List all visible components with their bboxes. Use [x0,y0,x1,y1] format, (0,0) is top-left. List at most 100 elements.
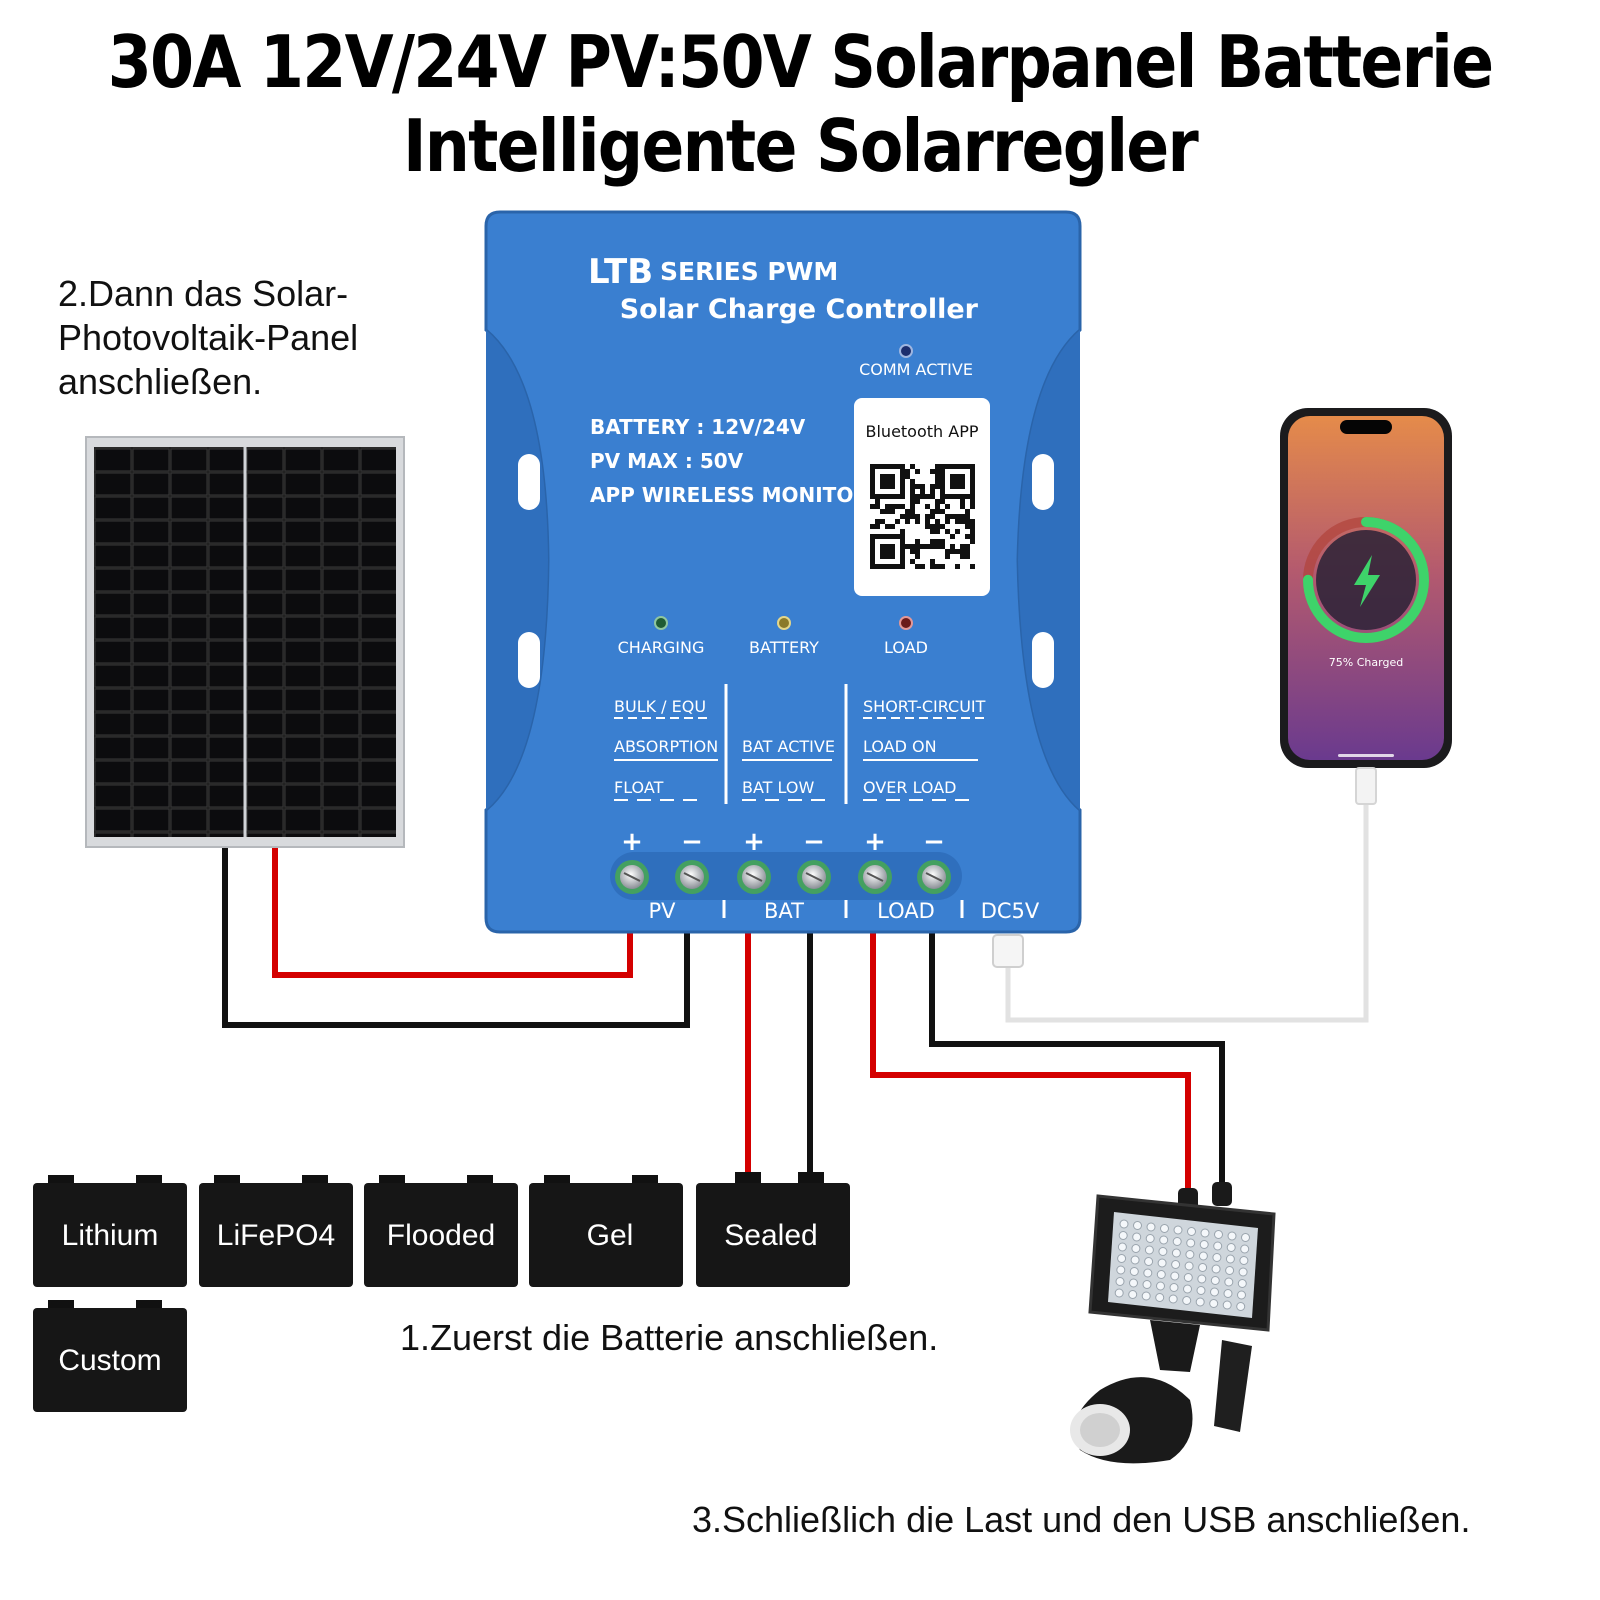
led [1170,1271,1180,1281]
lightning-plug [1355,767,1377,805]
qr-module [895,534,900,539]
led [1117,1242,1127,1252]
qr-module [915,494,920,499]
qr-module [950,549,955,554]
qr-module [870,494,875,499]
legend-bulk-equ: BULK / EQU [614,697,706,716]
qr-module [875,524,880,529]
qr-module [875,499,880,504]
comm-led [899,344,913,358]
qr-module [900,554,905,559]
legend-absorption: ABSORPTION [614,737,718,756]
qr-module [965,464,970,469]
charging-led [654,616,668,630]
qr-module [970,519,975,524]
qr-module [960,514,965,519]
qr-module [960,519,965,524]
usb-cable [1005,800,1369,1023]
qr-module [880,479,885,484]
qr-module [880,509,885,514]
qr-module [945,514,950,519]
qr-module [930,564,935,569]
terminal-group-pv: PV [648,899,676,923]
battery-label: BATTERY [749,638,819,657]
charge-progress-ring [1303,517,1429,643]
terminal-group-dc5v: DC5V [981,899,1040,923]
qr-module [925,504,930,509]
qr-module [890,534,895,539]
qr-module [870,554,875,559]
load-positive-wire [870,930,1191,1192]
qr-module [935,499,940,504]
qr-module [900,544,905,549]
load-negative-wire [929,930,1225,1185]
qr-module [900,489,905,494]
legend-over-load: OVER LOAD [863,778,957,797]
qr-module [920,484,925,489]
battery-gel: Gel [529,1175,683,1287]
led [1144,1245,1154,1255]
terminal-sign-bat-minus: − [803,827,825,857]
led [1225,1266,1235,1275]
qr-module [955,494,960,499]
qr-module [885,479,890,484]
qr-module [925,524,930,529]
qr-module [970,479,975,484]
qr-module [925,514,930,519]
qr-module [900,504,905,509]
qr-module [945,529,950,534]
qr-module [930,544,935,549]
qr-module [910,514,915,519]
led-array [1114,1219,1250,1311]
qr-module [955,484,960,489]
terminal-sign-bat-plus: + [743,827,765,857]
pv-negative-wire [222,848,690,1028]
led [1159,1235,1169,1245]
led [1141,1291,1151,1301]
qr-module [880,549,885,554]
terminal-screw [615,860,649,894]
qr-module [870,479,875,484]
qr-module [870,564,875,569]
led [1118,1231,1128,1240]
battery-label-flooded: Flooded [387,1219,495,1252]
qr-module [930,469,935,474]
qr-module [870,559,875,564]
led [1143,1268,1153,1278]
led [1155,1293,1165,1302]
qr-module [955,514,960,519]
qr-module [935,539,940,544]
indicator-legend: BULK / EQU ABSORPTION FLOAT BAT ACTIVE B… [614,684,986,804]
battery-custom: Custom [33,1300,187,1412]
battery-lithium: Lithium [33,1175,187,1287]
qr-module [950,544,955,549]
qr-module [965,494,970,499]
led [1169,1283,1179,1292]
led [1225,1254,1235,1264]
qr-module [915,484,920,489]
qr-module [870,539,875,544]
terminal-screw [797,860,831,894]
bracket [1214,1340,1252,1432]
spec-app: APP WIRELESS MONITOR [590,483,869,507]
qr-module [960,479,965,484]
led [1211,1264,1221,1274]
battery-label-sealed: Sealed [724,1219,817,1252]
battery-types: Lithium LiFePO4 Flooded Gel Sealed Custo… [33,1172,850,1412]
qr-module [885,474,890,479]
qr-module [870,544,875,549]
qr-module [890,504,895,509]
qr-module [970,469,975,474]
led [1210,1287,1219,1297]
led [1160,1224,1169,1233]
qr-module [935,509,940,514]
qr-module [870,484,875,489]
qr-module [925,544,930,549]
qr-module [910,504,915,509]
qr-module [870,504,875,509]
qr-module [935,484,940,489]
mount-slot [518,632,540,688]
qr-module [965,524,970,529]
qr-module [965,554,970,559]
qr-module [910,484,915,489]
